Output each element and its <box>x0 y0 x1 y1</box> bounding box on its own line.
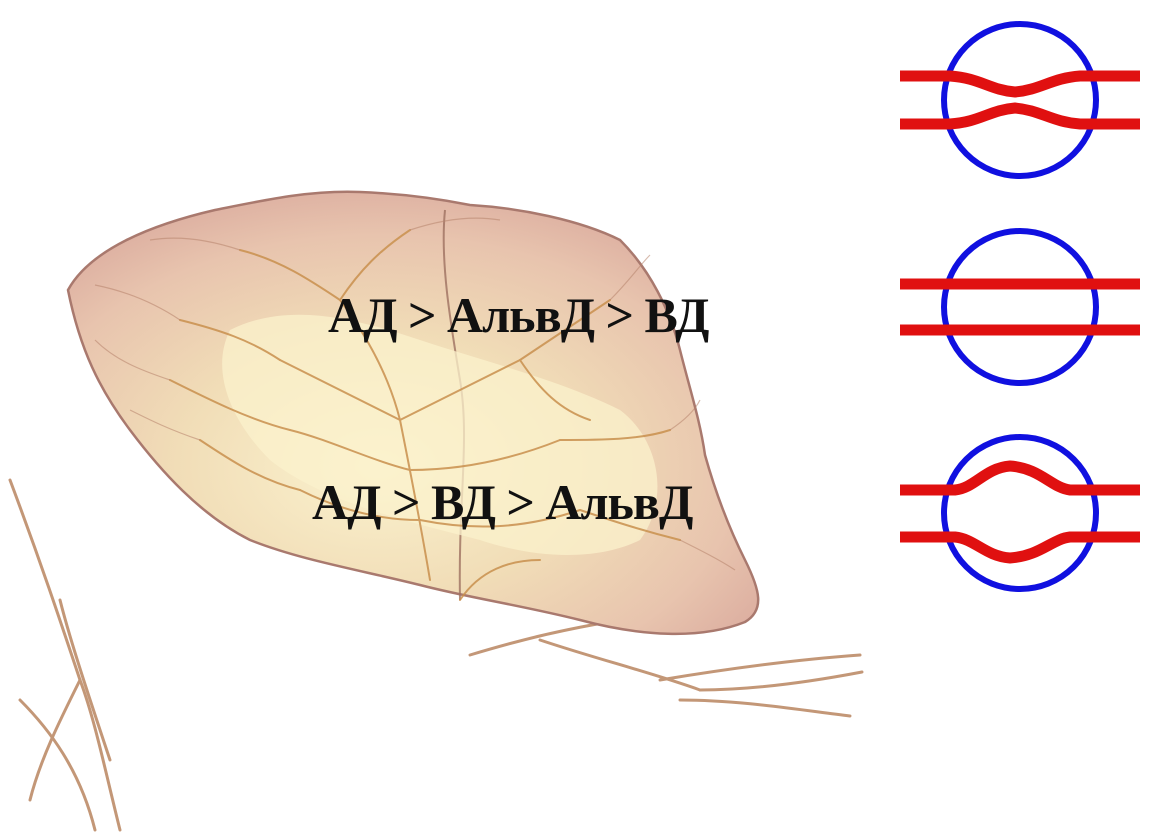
vessel-distended-icon <box>900 437 1140 589</box>
vessel-compressed-icon <box>900 24 1140 176</box>
pressure-relation-bottom: АД > ВД > АльвД <box>312 477 692 527</box>
vessel-open-icon <box>900 231 1140 383</box>
pressure-relation-top: АД > АльвД > ВД <box>328 290 708 340</box>
